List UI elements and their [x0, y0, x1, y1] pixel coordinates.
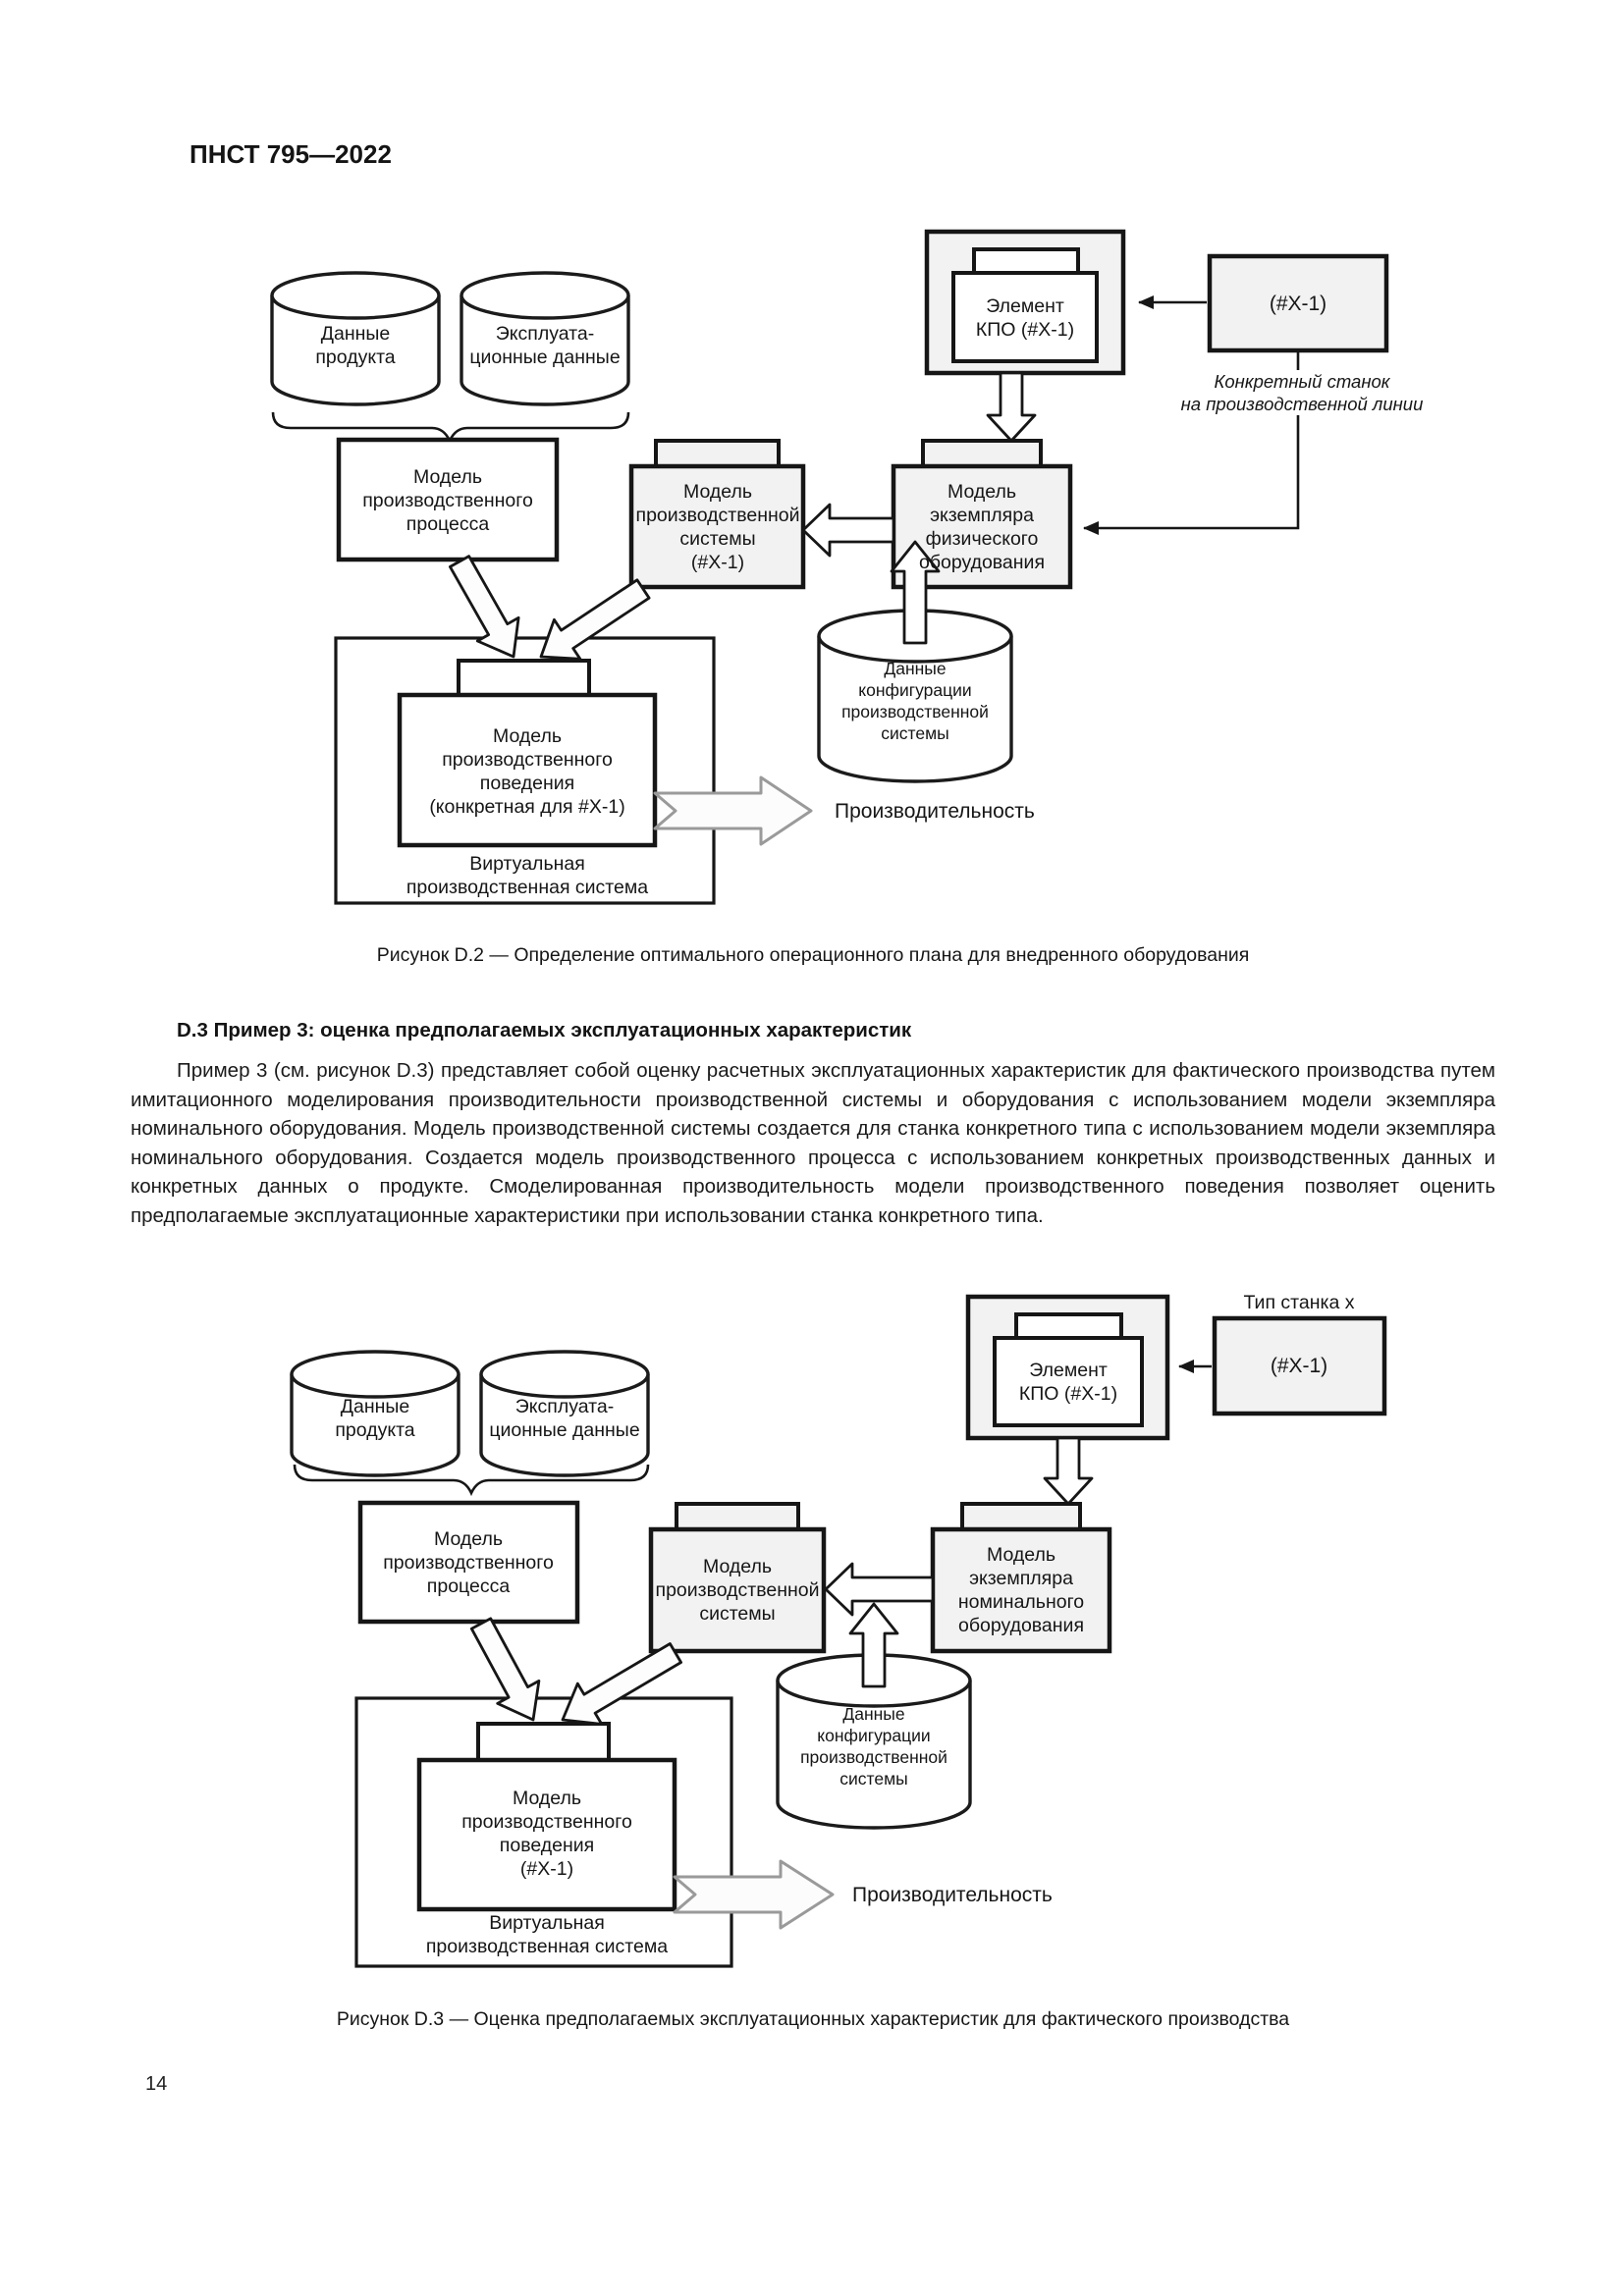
d2-kpo-tab [972, 247, 1080, 275]
d3-product-cylinder [290, 1374, 460, 1477]
d3-operational-cylinder [479, 1374, 650, 1477]
section-d3-heading: D.3 Пример 3: оценка предполагаемых эксп… [177, 1019, 912, 1041]
d3-arrow-config-up [848, 1602, 899, 1688]
d2-virtual-system-label: Виртуальная производственная система [406, 853, 649, 898]
page-number: 14 [145, 2073, 168, 2095]
d2-system-model-label: Модель производственной системы (#X-1) [635, 481, 800, 573]
d3-product-cylinder-top [290, 1350, 460, 1399]
d2-performance-label: Производительность [835, 800, 1035, 823]
d3-process-model-box [357, 1500, 580, 1625]
d2-config-cylinder-label: Данные конфигурации производственной сис… [841, 659, 989, 743]
figure-d3-caption: Рисунок D.3 — Оценка предполагаемых эксп… [336, 2008, 1290, 2030]
d2-kpo-element-label: Элемент КПО (#X-1) [975, 295, 1075, 341]
d3-config-cylinder-label: Данные конфигурации производственной сис… [800, 1704, 947, 1789]
d3-operational-cylinder-top [479, 1350, 650, 1399]
d3-brace [293, 1464, 650, 1497]
d3-process-model-label: Модель производственного процесса [383, 1528, 554, 1597]
d3-machine-id-label: (#X-1) [1270, 1355, 1328, 1377]
d2-product-cylinder-top [270, 271, 441, 320]
d3-virtual-system-label: Виртуальная производственная система [425, 1912, 669, 1957]
figure-d2-diagram [270, 229, 1389, 905]
d2-process-model-box [336, 437, 560, 562]
d2-operational-cylinder [460, 295, 630, 406]
d3-product-cylinder-label: Данные продукта [335, 1396, 415, 1441]
d2-kpo-inner-box [951, 271, 1099, 363]
d3-arrow-kpo-down [1043, 1436, 1094, 1506]
d2-behavior-model-label: Модель производственного поведения (конк… [429, 725, 625, 818]
d2-arrow-system-to-behavior [539, 578, 651, 661]
d3-kpo-element-label: Элемент КПО (#X-1) [1018, 1360, 1118, 1405]
d2-machine-id-box [1207, 253, 1389, 353]
d2-physical-model-tab [921, 439, 1043, 468]
d2-operational-cylinder-label: Эксплуата- ционные данные [469, 323, 621, 368]
d3-system-model-tab [675, 1502, 800, 1531]
d3-config-cylinder [776, 1681, 972, 1830]
d3-performance-label: Производительность [852, 1884, 1053, 1906]
d2-system-model-box [628, 463, 806, 590]
d3-arrow-system-to-behavior [561, 1642, 682, 1726]
d2-physical-model-label: Модель экземпляра физического оборудован… [918, 481, 1046, 573]
d3-behavior-model-tab [476, 1722, 611, 1762]
d2-system-model-tab [654, 439, 781, 468]
d3-operational-cylinder-label: Эксплуата- ционные данные [489, 1396, 640, 1441]
d2-performance-arrow [653, 775, 813, 846]
d3-behavior-model-label: Модель производственного поведения (#X-1… [461, 1788, 632, 1880]
d3-arrow-nominal-to-system [824, 1562, 935, 1617]
d2-machine-id-label: (#X-1) [1269, 293, 1327, 315]
d3-nominal-model-tab [960, 1502, 1082, 1531]
figure-d3-diagram [290, 1294, 1387, 1968]
d2-operational-cylinder-top [460, 271, 630, 320]
d2-arrow-kpo-down [986, 371, 1037, 443]
d2-product-cylinder-label: Данные продукта [315, 323, 396, 368]
d2-behavior-model-tab [457, 659, 591, 697]
d3-performance-arrow [673, 1859, 835, 1930]
d2-brace [271, 411, 630, 445]
d2-config-cylinder [817, 636, 1013, 783]
d2-product-cylinder [270, 295, 441, 406]
section-d3-paragraph: Пример 3 (см. рисунок D.3) представляет … [131, 1059, 1495, 1227]
d3-kpo-inner-box [993, 1336, 1144, 1427]
d3-nominal-model-label: Модель экземпляра номинального оборудова… [957, 1544, 1085, 1636]
d3-machine-id-box [1212, 1315, 1387, 1416]
d2-arrow-physical-to-system [801, 503, 895, 558]
d3-behavior-model-box [416, 1757, 677, 1912]
d2-arrow-process-to-behavior [448, 555, 520, 659]
d3-machine-type-label: Тип станка x [1243, 1292, 1355, 1313]
document-number: ПНСТ 795—2022 [189, 139, 392, 169]
figure-d2-caption: Рисунок D.2 — Определение оптимального о… [376, 944, 1250, 966]
d2-behavior-model-box [397, 692, 658, 848]
d3-system-model-box [648, 1526, 827, 1654]
d2-arrow-config-up [890, 540, 941, 645]
d2-process-model-label: Модель производственного процесса [362, 466, 533, 535]
d3-arrow-process-to-behavior [469, 1617, 541, 1722]
d3-kpo-tab [1014, 1312, 1123, 1340]
d3-nominal-model-box [930, 1526, 1112, 1654]
d3-system-model-label: Модель производственной системы [655, 1556, 820, 1625]
d2-specific-machine-note: Конкретный станок на производственной ли… [1177, 370, 1427, 415]
